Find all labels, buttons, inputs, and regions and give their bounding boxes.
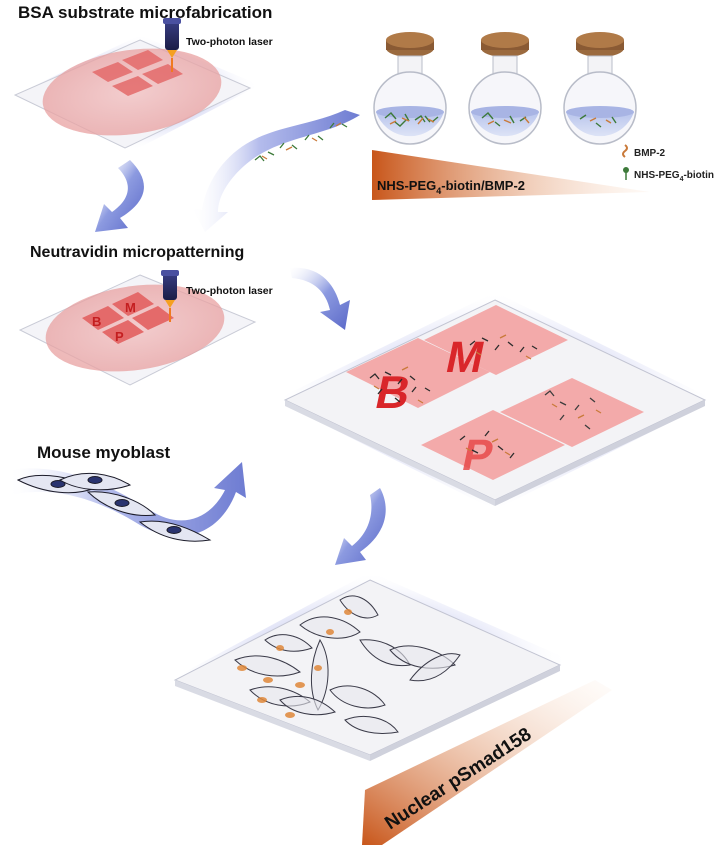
laser-objective-1 <box>163 18 181 72</box>
flow-molecules <box>254 122 348 162</box>
concentration-ramp <box>372 150 650 200</box>
flask-molecules <box>384 112 617 128</box>
bound-molecules <box>369 334 602 459</box>
myoblast-cells <box>16 473 212 542</box>
micropattern-squares <box>92 50 183 96</box>
bsa-substrate-panel <box>13 18 260 150</box>
flask-3 <box>563 32 637 145</box>
cells-result-panel <box>170 572 570 761</box>
arrow-panel-to-cells <box>335 488 386 565</box>
flask-row <box>373 32 637 145</box>
laser-objective-2 <box>161 270 179 322</box>
peg-biotin-legend-icon <box>623 167 629 173</box>
arrow-to-zoom-panel <box>290 267 350 330</box>
svg-text:M: M <box>125 300 136 315</box>
arrow-bsa-to-neutravidin <box>95 160 144 232</box>
arrow-flask-to-neutravidin <box>192 110 360 232</box>
myoblast-title: Mouse myoblast <box>37 443 171 462</box>
laser-label-1: Two-photon laser <box>186 36 273 48</box>
square-b <box>346 338 490 408</box>
bsa-title: BSA substrate microfabrication <box>18 3 272 22</box>
square-blank <box>500 378 644 447</box>
bmp-pattern-small: B M P <box>82 292 174 344</box>
laser-label-2: Two-photon laser <box>186 285 273 297</box>
legend-peg-biotin: NHS-PEG4-biotin <box>634 170 714 183</box>
legend: BMP-2 NHS-PEG4-biotin <box>622 144 714 183</box>
square-p <box>421 410 565 480</box>
zoomed-pattern-panel: B M P <box>275 292 715 510</box>
square-m <box>424 305 568 375</box>
flask-2 <box>468 32 542 145</box>
bmp2-legend-icon <box>622 144 628 158</box>
differentiated-cells <box>234 595 461 734</box>
psmad-nuclei <box>237 609 352 718</box>
neutravidin-substrate-panel: B M P <box>18 270 257 386</box>
ramp-label: NHS-PEG4-biotin/BMP-2 <box>377 178 525 196</box>
psmad-ramp <box>362 680 612 845</box>
legend-bmp2: BMP-2 <box>634 148 666 159</box>
svg-text:P: P <box>115 329 124 344</box>
svg-text:B: B <box>92 314 101 329</box>
neutravidin-title: Neutravidin micropatterning <box>30 244 244 261</box>
flask-1 <box>373 32 447 145</box>
